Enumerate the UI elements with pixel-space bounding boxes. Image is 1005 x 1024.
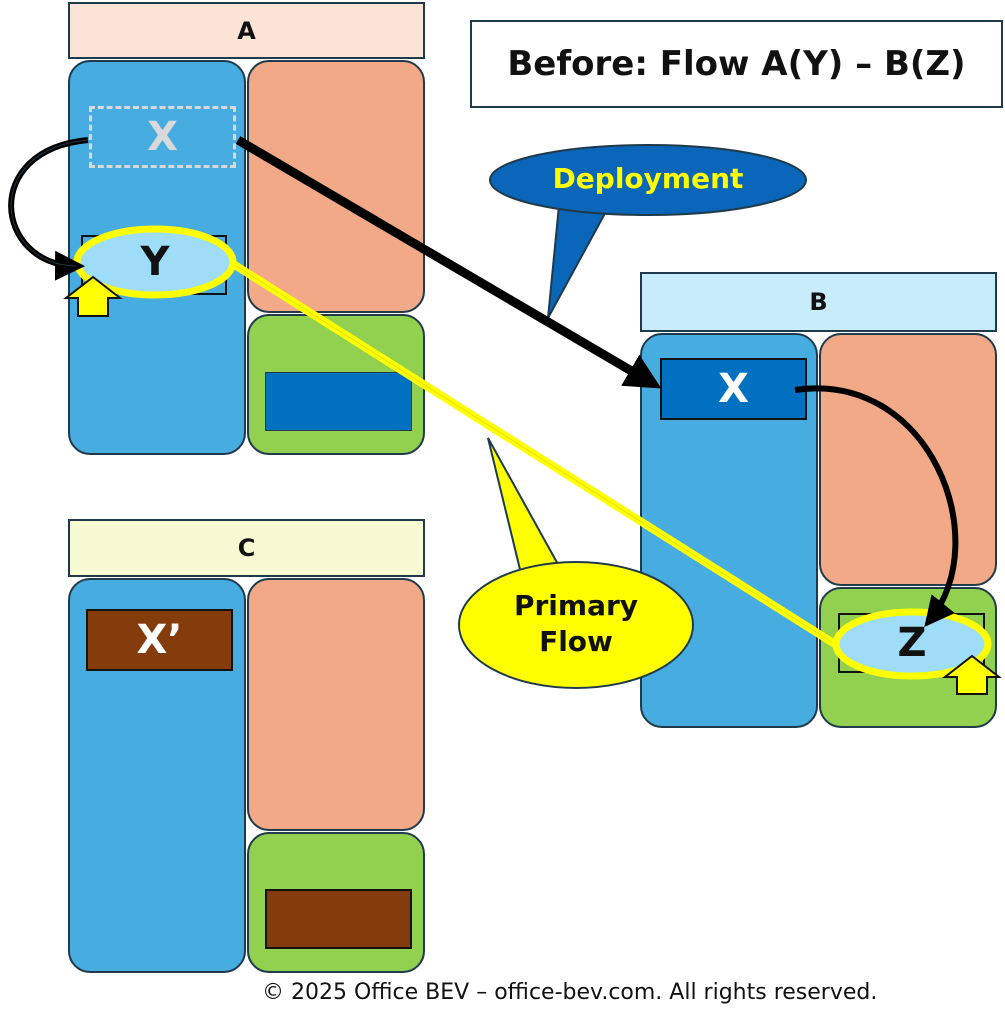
primary-flow-text-line2: Flow (539, 625, 613, 658)
server-c-x-prime-box: X’ (86, 609, 233, 671)
server-a-dark-blue-box (265, 372, 412, 431)
diagram-title: Before: Flow A(Y) – B(Z) (470, 20, 1003, 108)
server-b-salmon-column (819, 333, 997, 586)
deployment-callout-text: Deployment (552, 161, 744, 195)
z-up-arrow-icon (942, 654, 1002, 695)
b-x-label: X (718, 366, 749, 412)
server-c-salmon-column (247, 578, 425, 831)
z-ellipse (832, 608, 992, 680)
server-b-header: B (640, 272, 997, 332)
primary-flow-text-line1: Primary (513, 589, 639, 622)
deployment-callout-bubble (489, 144, 807, 216)
copyright-footer: © 2025 Office BEV – office-bev.com. All … (262, 980, 962, 1010)
server-a-header: A (68, 2, 425, 59)
z-label-box: Z (872, 617, 952, 669)
diagram-title-text: Before: Flow A(Y) – B(Z) (507, 44, 966, 84)
primary-flow-line-edge (229, 261, 839, 647)
primary-flow-callout-bubble (458, 561, 694, 689)
deployment-callout-text-box: Deployment (500, 158, 796, 198)
c-x-prime-label: X’ (136, 617, 183, 663)
ghost-x-label: X (147, 114, 178, 160)
copyright-text: © 2025 Office BEV – office-bev.com. All … (262, 980, 878, 1005)
y-label-box: Y (115, 236, 195, 288)
server-b-label: B (809, 288, 828, 316)
server-a-ghost-x-box: X (89, 106, 236, 168)
primary-flow-callout-text-box: Primary Flow (470, 588, 682, 664)
z-label: Z (897, 620, 927, 666)
y-label: Y (140, 239, 170, 285)
server-c-label: C (237, 534, 256, 562)
server-a-label: A (237, 16, 256, 45)
server-b-x-box: X (660, 358, 807, 420)
deployment-arrow (235, 136, 662, 389)
y-up-arrow-icon (63, 275, 123, 317)
a-x-to-y-curve-arrow (8, 137, 89, 281)
server-c-header: C (68, 519, 425, 577)
server-c-brown-box (265, 889, 412, 949)
b-x-to-z-curve-arrow (794, 385, 959, 627)
server-a-salmon-column (247, 60, 425, 313)
